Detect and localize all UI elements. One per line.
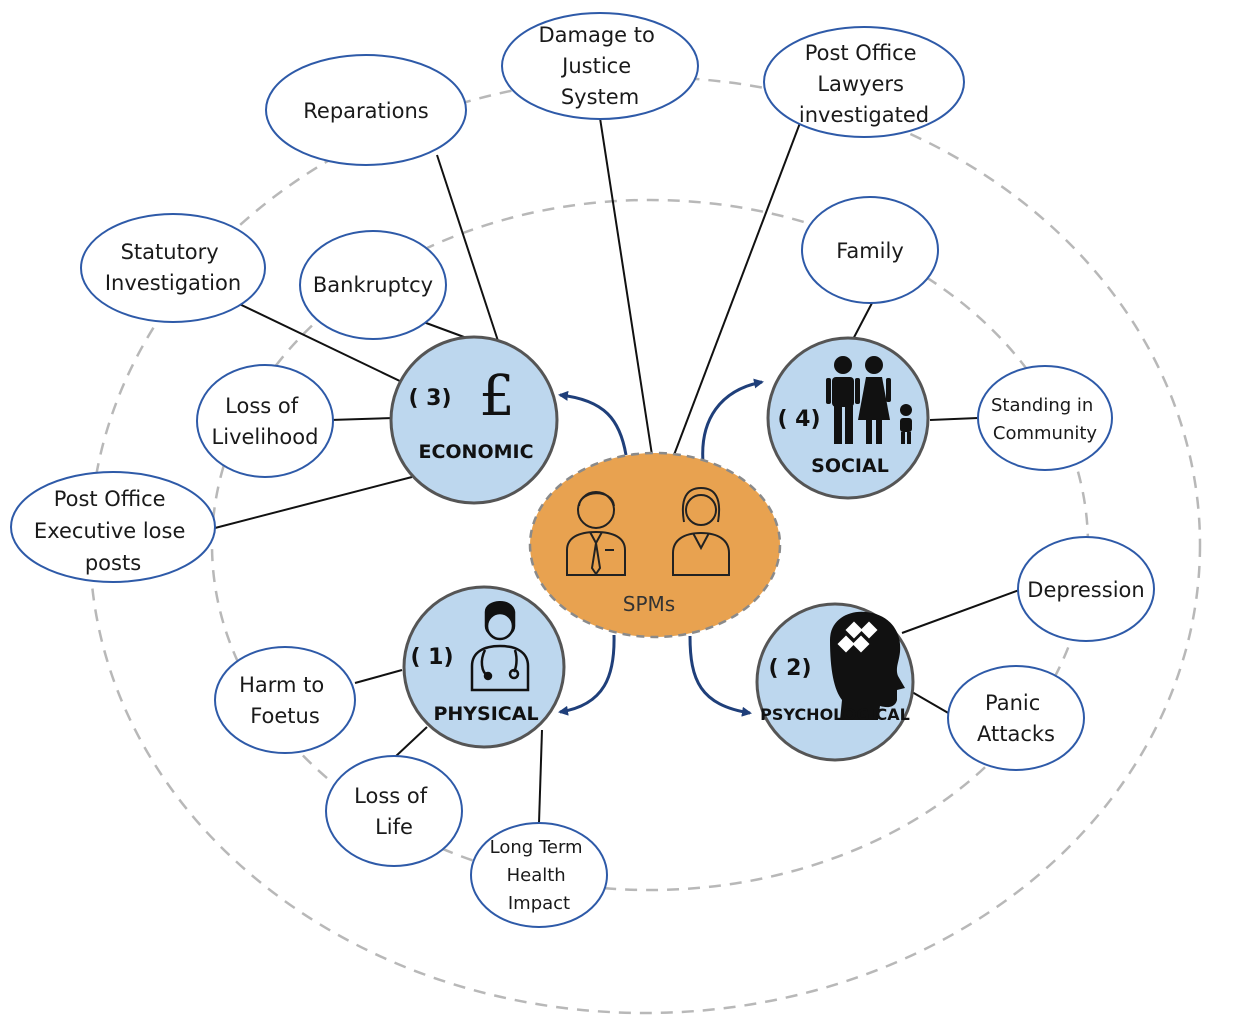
label-harm-foetus: Harm to Foetus: [239, 673, 331, 728]
label-po-executive: Post Office Executive lose posts: [34, 487, 192, 575]
node-harm-foetus: [214, 646, 356, 754]
label-po-lawyers: Post Office Lawyers investigated: [799, 41, 929, 127]
connector-long-term: [538, 729, 543, 824]
label-family: Family: [836, 239, 904, 263]
node-damage-justice: [501, 12, 699, 120]
arrow-to-economic: [558, 390, 628, 456]
category-physical: [402, 585, 566, 749]
connector-po-lawyers: [673, 122, 801, 456]
label-depression: Depression: [1027, 578, 1144, 602]
arrow-to-social: [701, 378, 764, 463]
node-po-executive: [10, 471, 216, 583]
node-standing: [977, 365, 1113, 471]
connector-reparations: [436, 154, 501, 348]
label-long-term: Long Term Health Impact: [490, 837, 589, 914]
family-icon: [826, 356, 912, 444]
node-bankruptcy: [299, 230, 447, 340]
economic-number: ( 3): [408, 386, 451, 411]
node-family: [801, 196, 939, 304]
node-depression: [1017, 536, 1155, 642]
psychological-label: PSYCHOLOGICAL: [760, 705, 910, 724]
physical-label: PHYSICAL: [433, 703, 538, 725]
connector-damage-justice: [599, 117, 653, 456]
label-standing: Standing in Community: [991, 395, 1099, 444]
node-panic: [947, 665, 1085, 771]
connector-statutory: [230, 299, 405, 384]
label-reparations: Reparations: [303, 99, 428, 123]
woman-icon: [672, 486, 730, 576]
connector-depression: [901, 588, 1023, 634]
economic-label: ECONOMIC: [418, 441, 533, 463]
arrows: [558, 378, 764, 717]
pound-icon: £: [479, 364, 515, 429]
social-number: ( 4): [777, 407, 820, 432]
psychological-number: ( 2): [768, 656, 811, 681]
connector-livelihood: [329, 417, 395, 421]
node-po-lawyers: [763, 26, 965, 138]
label-livelihood: Loss of Livelihood: [212, 394, 319, 449]
node-loss-life: [325, 755, 463, 867]
label-panic: Panic Attacks: [977, 691, 1055, 746]
social-label: SOCIAL: [811, 455, 889, 477]
connector-harm-foetus: [354, 669, 403, 684]
connector-standing: [929, 417, 979, 421]
physical-number: ( 1): [410, 645, 453, 670]
connector-loss-life: [394, 726, 428, 758]
node-livelihood: [196, 364, 334, 478]
label-loss-life: Loss of Life: [354, 784, 434, 839]
category-economic: [389, 335, 559, 505]
connector-po-executive: [214, 476, 413, 529]
connector-panic: [911, 691, 951, 715]
label-statutory: Statutory Investigation: [105, 240, 241, 295]
node-long-term: [470, 822, 608, 928]
doctor-icon: [470, 601, 530, 692]
outer-ring: [88, 75, 1202, 1015]
label-bankruptcy: Bankruptcy: [313, 273, 433, 297]
head-puzzle-icon: [830, 611, 905, 720]
arrow-to-psychological: [688, 635, 752, 717]
arrow-to-physical: [558, 634, 616, 716]
connectors: [214, 117, 1023, 824]
node-reparations: [265, 54, 467, 166]
node-statutory: [80, 213, 266, 323]
label-damage-justice: Damage to Justice System: [538, 23, 661, 109]
man-icon: [566, 491, 626, 576]
spms-label: SPMs: [623, 592, 675, 616]
